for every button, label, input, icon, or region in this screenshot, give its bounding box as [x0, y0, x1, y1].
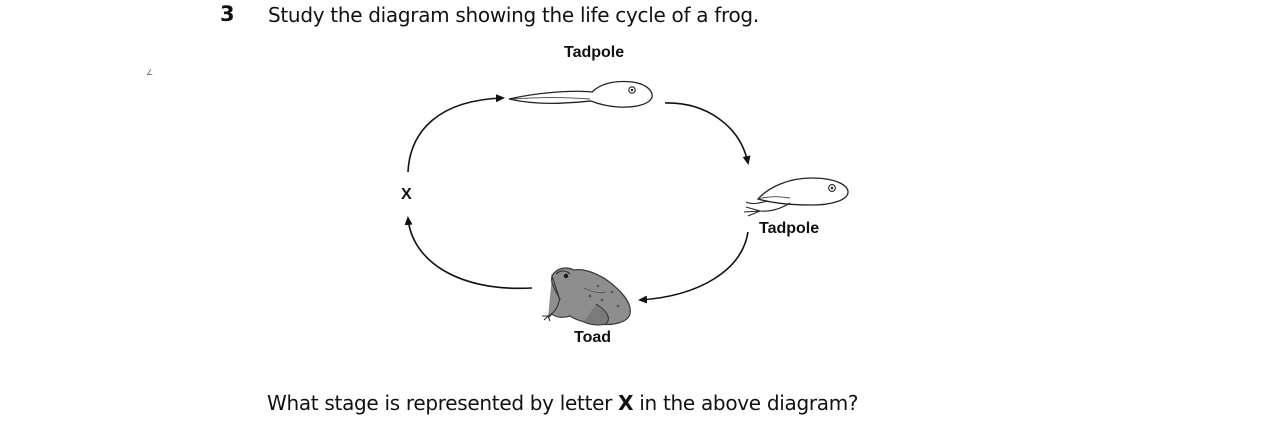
- tadpole-legged-drawing: [743, 177, 849, 217]
- question-prompt: Study the diagram showing the life cycle…: [268, 3, 759, 27]
- arrow-x-to-tadpole: [407, 94, 505, 173]
- question-number: 3: [220, 2, 235, 26]
- arrow-toad-to-x: [404, 216, 533, 290]
- followup-letter: X: [618, 391, 634, 415]
- scan-mark: ∠: [146, 68, 154, 77]
- stage-label-tadpole-legged: Tadpole: [759, 220, 820, 237]
- arrow-tadpole-to-toad: [638, 231, 749, 304]
- followup-text-after: in the above diagram?: [633, 391, 859, 415]
- followup-question: What stage is represented by letter X in…: [267, 391, 859, 415]
- stage-label-x: X: [401, 186, 412, 203]
- followup-text-before: What stage is represented by letter: [267, 391, 619, 415]
- stage-label-toad: Toad: [574, 329, 612, 346]
- stage-label-tadpole-early: Tadpole: [564, 44, 625, 61]
- arrow-tadpole-to-tadpole: [664, 102, 751, 165]
- toad-drawing: [542, 267, 631, 326]
- tadpole-early-drawing: [508, 80, 653, 108]
